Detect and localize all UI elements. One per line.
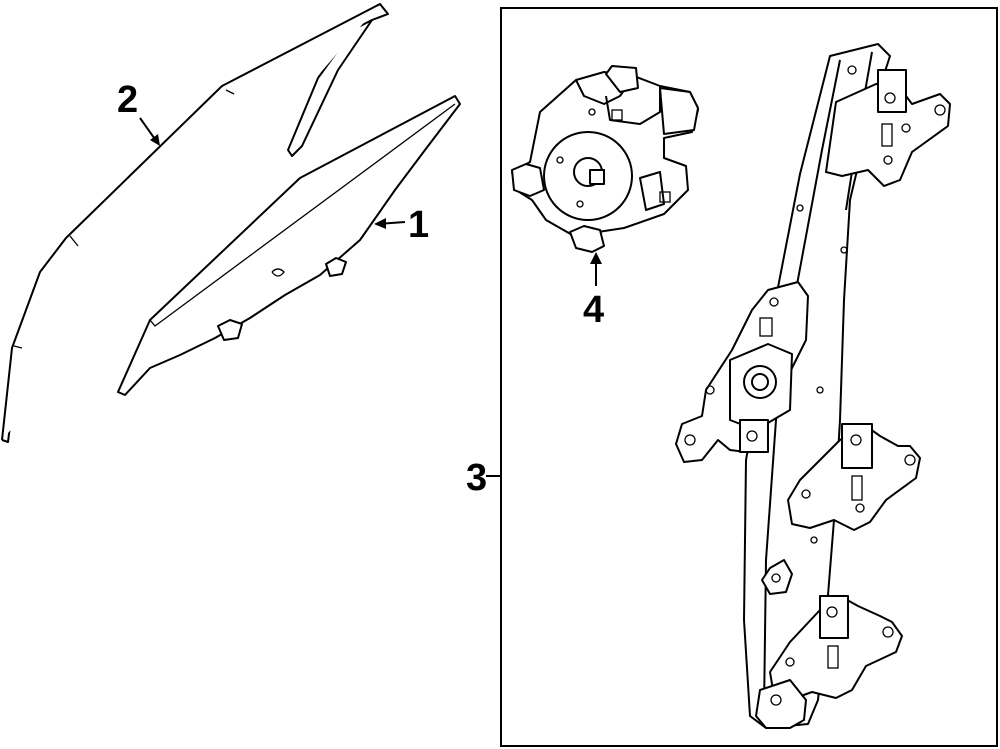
run-channel-part[interactable]	[1, 3, 389, 443]
callout-label-4: 4	[583, 289, 604, 331]
callout-3: 3	[466, 457, 501, 499]
regulator-assembly-frame	[500, 7, 998, 747]
callout-label-1: 1	[408, 204, 429, 246]
door-glass-part[interactable]	[117, 95, 461, 396]
callout-2: 2	[117, 79, 160, 146]
callout-label-2: 2	[117, 79, 138, 121]
callout-1: 1	[374, 204, 429, 246]
callout-4: 4	[583, 252, 604, 331]
callout-label-3: 3	[466, 457, 487, 499]
window-regulator-part[interactable]	[675, 43, 951, 729]
window-motor-part[interactable]	[511, 65, 699, 253]
